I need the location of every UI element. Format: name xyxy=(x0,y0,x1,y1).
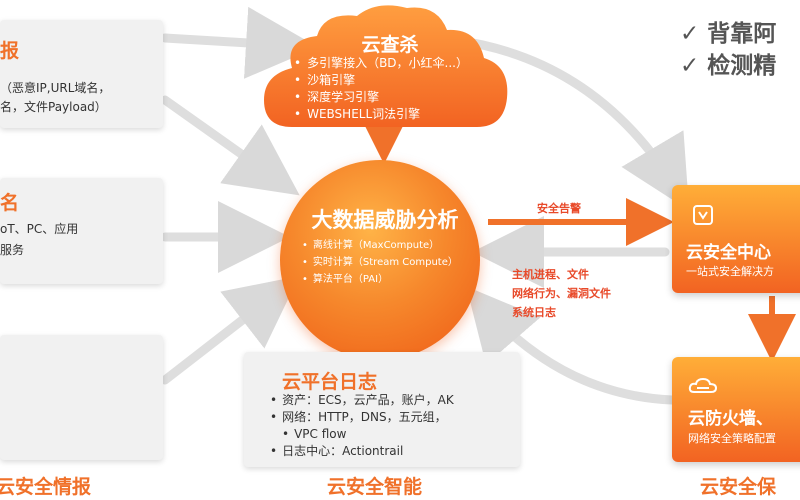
asset-box-line: 服务 xyxy=(0,243,25,257)
security-center-title: 云安全中心 xyxy=(686,243,771,263)
list-item: 算法平台（PAI） xyxy=(302,271,458,288)
asset-box-title: 名 xyxy=(0,192,20,214)
list-item: 日志中心：Actiontrail xyxy=(270,443,454,460)
data-arrow-label: 网络行为、漏洞文件 xyxy=(512,287,611,300)
cloud-scan-title: 云查杀 xyxy=(361,34,419,56)
bottom-label-intelligence: 云安全智能 xyxy=(327,476,423,498)
list-item: 实时计算（Stream Compute） xyxy=(302,254,458,271)
arrow-firewall-to-core xyxy=(466,286,677,405)
alert-arrow-label: 安全告警 xyxy=(537,202,581,215)
data-arrow-label: 系统日志 xyxy=(512,306,556,319)
arrow-intel-to-cloud xyxy=(160,6,318,79)
asset-box-line: oT、PC、应用 xyxy=(0,222,79,236)
list-item: WEBSHELL词法引擎 xyxy=(294,106,468,123)
firewall-subtitle: 网络安全策略配置 xyxy=(688,432,776,445)
cloud-log-list: 资产：ECS，云产品，账户，AK 网络：HTTP，DNS，五元组， VPC fl… xyxy=(270,392,454,460)
threat-analysis-list: 离线计算（MaxCompute） 实时计算（Stream Compute） 算法… xyxy=(302,237,458,288)
list-item: 网络：HTTP，DNS，五元组， xyxy=(270,409,454,426)
list-item: 深度学习引擎 xyxy=(294,89,468,106)
bottom-label-intel: 云安全情报 xyxy=(0,476,92,498)
bottom-label-protection: 云安全保 xyxy=(700,476,777,498)
check-item: ✓ 背靠阿 xyxy=(680,21,777,47)
check-item: ✓ 检测精 xyxy=(680,53,777,79)
list-item: 离线计算（MaxCompute） xyxy=(302,237,458,254)
arrow-box3-to-core xyxy=(160,275,300,385)
firewall-icon xyxy=(688,377,718,393)
arrow-cloud-to-center xyxy=(450,35,690,211)
list-item: 多引擎接入（BD，小红伞...） xyxy=(294,55,468,72)
security-center-box xyxy=(672,185,800,293)
arrow-intel-to-core xyxy=(160,95,300,196)
intel-box-line: （恶意IP,URL域名， xyxy=(0,81,111,95)
intel-box-title: 报 xyxy=(0,40,20,62)
firewall-box xyxy=(672,357,800,462)
left-box-3 xyxy=(0,335,163,460)
data-arrow-label: 主机进程、文件 xyxy=(512,268,589,281)
asset-box xyxy=(0,178,163,284)
cloud-log-title: 云平台日志 xyxy=(282,371,378,393)
intel-box xyxy=(0,20,163,128)
intel-box-line: 名，文件Payload） xyxy=(0,100,107,114)
list-item: VPC flow xyxy=(270,426,454,443)
list-item: 沙箱引擎 xyxy=(294,72,468,89)
cloud-scan-list: 多引擎接入（BD，小红伞...） 沙箱引擎 深度学习引擎 WEBSHELL词法引… xyxy=(294,55,468,123)
list-item: 资产：ECS，云产品，账户，AK xyxy=(270,392,454,409)
security-center-subtitle: 一站式安全解决方 xyxy=(686,265,774,278)
firewall-title: 云防火墙、 xyxy=(688,409,773,429)
threat-analysis-title: 大数据威胁分析 xyxy=(311,208,459,232)
shield-icon xyxy=(693,205,713,225)
